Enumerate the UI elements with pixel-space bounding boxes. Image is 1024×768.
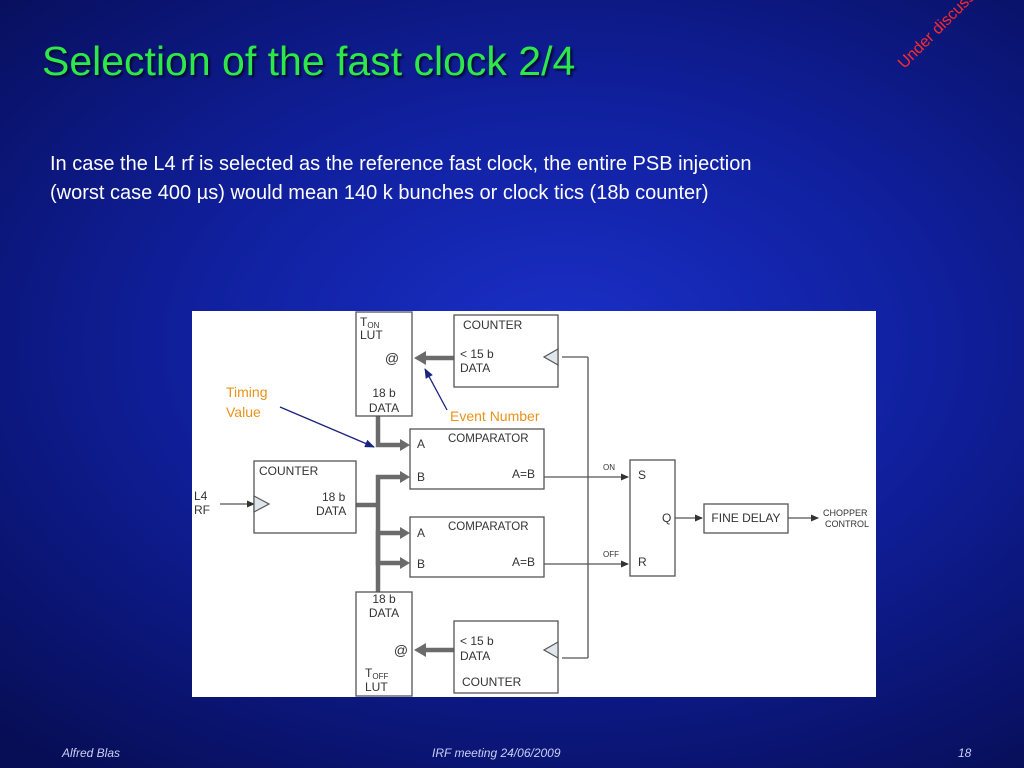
- toff-data-label: DATA: [369, 606, 399, 620]
- ton-t-label: TON: [360, 315, 380, 330]
- toff-at-label: @: [394, 642, 408, 658]
- on-label: ON: [603, 463, 615, 472]
- ton-data-label: DATA: [369, 401, 399, 415]
- arrow-comp-bottom-b: [400, 557, 410, 569]
- flipflop-r: R: [638, 555, 647, 569]
- footer-page-number: 18: [958, 746, 972, 760]
- toff-lut-box: [355, 591, 413, 697]
- counter-top-box: [453, 314, 559, 388]
- fine-delay-label: FINE DELAY: [711, 511, 780, 525]
- bus-ton-to-comp-a: [375, 416, 400, 448]
- block-diagram-svg: TON LUT @ 18 b DATA 18 b DATA @ TOFF LUT…: [194, 311, 869, 697]
- counter-main-title: COUNTER: [259, 464, 319, 478]
- body-text: In case the L4 rf is selected as the ref…: [50, 150, 980, 208]
- timing-label-line1: Timing: [226, 384, 268, 400]
- under-discussion-stamp: Under discussion: [895, 0, 994, 73]
- counter-bottom-box: [453, 620, 559, 694]
- comparator-bottom-box: [409, 516, 545, 578]
- clock-triangle-top: [542, 347, 559, 367]
- flipflop-s: S: [638, 468, 646, 482]
- ton-lut-label: LUT: [360, 328, 383, 342]
- toff-t-label: TOFF: [365, 666, 388, 681]
- counter-main-box: [253, 460, 357, 534]
- clock-triangle-main: [253, 495, 271, 513]
- toff-bits-label: 18 b: [372, 592, 396, 606]
- timing-label-line2: Value: [226, 404, 261, 420]
- counter-main-data: DATA: [316, 504, 346, 518]
- chopper-label-line2: CONTROL: [825, 519, 869, 529]
- counter-main-bits: 18 b: [322, 490, 346, 504]
- chopper-label-line1: CHOPPER: [823, 508, 868, 518]
- input-l4-label: L4: [194, 489, 208, 503]
- counter-top-data: DATA: [460, 361, 490, 375]
- comparator-bottom-b: B: [417, 557, 425, 571]
- arrow-comp-top-a: [400, 439, 410, 451]
- counter-top-bits: < 15 b: [460, 347, 494, 361]
- ton-bits-label: 18 b: [372, 386, 396, 400]
- comparator-top-out: A=B: [512, 467, 535, 481]
- flipflop-q: Q: [662, 511, 671, 525]
- arrow-comp-bottom-a: [400, 527, 410, 539]
- fine-delay-box: [703, 503, 789, 534]
- bus-to-comp-b: [375, 474, 400, 566]
- comparator-bottom-title: COMPARATOR: [448, 521, 529, 533]
- arrow-bottom-lut-address: [414, 643, 426, 657]
- comparator-top-b: B: [417, 470, 425, 484]
- comparator-bottom-a: A: [417, 526, 425, 540]
- comparator-top-box: [409, 428, 545, 490]
- ton-at-label: @: [385, 350, 399, 366]
- body-line-1: In case the L4 rf is selected as the ref…: [50, 153, 752, 175]
- event-number-label: Event Number: [450, 408, 540, 424]
- arrow-comp-top-b: [400, 471, 410, 483]
- toff-lut-label: LUT: [365, 680, 388, 694]
- slide-title: Selection of the fast clock 2/4: [42, 38, 576, 84]
- footer-author: Alfred Blas: [62, 746, 121, 760]
- counter-bottom-data: DATA: [460, 649, 490, 663]
- body-line-2: (worst case 400 µs) would mean 140 k bun…: [50, 182, 709, 204]
- comparator-top-a: A: [417, 437, 425, 451]
- block-diagram: TON LUT @ 18 b DATA 18 b DATA @ TOFF LUT…: [192, 311, 876, 697]
- flipflop-box: [629, 459, 676, 577]
- counter-bottom-title: COUNTER: [462, 675, 522, 689]
- off-label: OFF: [603, 550, 619, 559]
- counter-bottom-bits: < 15 b: [460, 634, 494, 648]
- clock-triangle-bottom: [542, 640, 559, 660]
- footer-meeting: IRF meeting 24/06/2009: [432, 746, 561, 760]
- comparator-top-title: COMPARATOR: [448, 433, 529, 445]
- input-rf-label: RF: [194, 503, 210, 517]
- timing-value-pointer: [279, 406, 375, 448]
- comparator-bottom-out: A=B: [512, 555, 535, 569]
- counter-top-title: COUNTER: [463, 318, 523, 332]
- arrow-top-lut-address: [414, 351, 426, 365]
- ton-lut-box: [355, 311, 413, 417]
- event-number-pointer: [424, 368, 448, 411]
